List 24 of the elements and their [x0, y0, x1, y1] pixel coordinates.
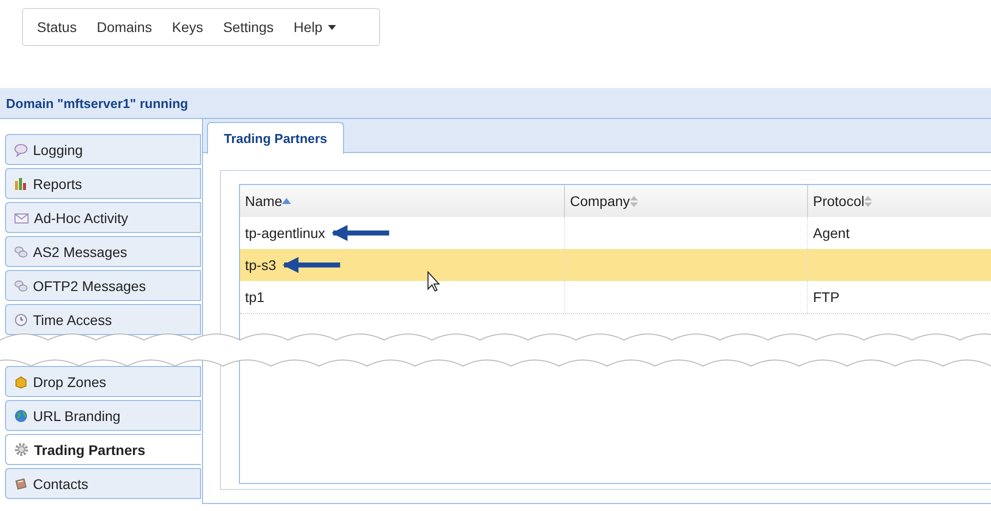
pointer-arrow: [332, 225, 390, 241]
menu-item: Settings: [222, 19, 275, 35]
nav-label: Logging: [33, 142, 83, 158]
nav-label: AS2 Messages: [33, 244, 128, 260]
partner-name: tp-s3: [245, 257, 276, 273]
nav-label: Drop Zones: [33, 374, 106, 390]
active-tab: Trading Partners: [207, 122, 344, 154]
nav-label: Contacts: [33, 476, 88, 492]
menu-item: Status: [36, 19, 78, 35]
nav-label: Time Access: [33, 312, 112, 328]
domain-status-title: Domain "mftserver1" running: [6, 96, 188, 110]
nav-label: URL Branding: [33, 408, 120, 424]
partner-name: tp-agentlinux: [245, 225, 326, 241]
nav-label: Reports: [33, 176, 82, 192]
menu-item: Keys: [170, 19, 204, 35]
nav-label: Trading Partners: [34, 442, 146, 458]
nav-label: Ad-Hoc Activity: [34, 210, 128, 226]
menu-item: Domains: [96, 19, 153, 35]
pointer-arrow: [282, 257, 340, 273]
protocol-value: FTP: [813, 289, 840, 305]
menu-item: Help: [294, 19, 322, 35]
partner-name: tp1: [245, 289, 264, 305]
protocol-value: Agent: [813, 225, 850, 241]
nav-label: OFTP2 Messages: [33, 278, 146, 294]
